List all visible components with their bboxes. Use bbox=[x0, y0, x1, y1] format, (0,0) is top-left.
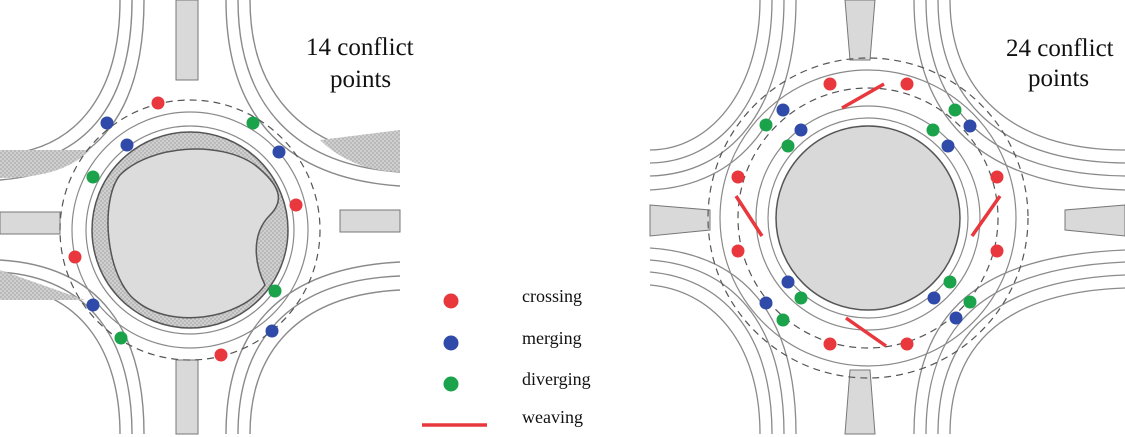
nw-shaded-area bbox=[0, 150, 90, 178]
crossing-point bbox=[823, 77, 837, 91]
two-lane-roundabout-svg: 24 conflict points bbox=[649, 0, 1125, 435]
diverging-point bbox=[114, 331, 128, 345]
legend-label-crossing: crossing bbox=[522, 286, 582, 306]
single-lane-roundabout-svg: 14 conflict points bbox=[0, 0, 414, 435]
crossing-point bbox=[731, 170, 745, 184]
legend-label-diverging: diverging bbox=[522, 369, 591, 389]
merging-point bbox=[941, 139, 955, 153]
merging-point bbox=[949, 311, 963, 325]
right-title-line2: points bbox=[1028, 65, 1089, 92]
east-splitter-island bbox=[1064, 204, 1125, 237]
merging-point bbox=[781, 275, 795, 289]
legend-item-weaving: weaving bbox=[422, 407, 640, 437]
single-lane-roundabout-diagram: 14 conflict points bbox=[0, 0, 414, 435]
left-conflict-points bbox=[68, 96, 303, 362]
south-splitter-island bbox=[844, 369, 876, 435]
two-lane-roundabout-diagram: 24 conflict points bbox=[649, 0, 1125, 435]
crossing-point bbox=[990, 170, 1004, 184]
merging-point bbox=[265, 324, 279, 338]
legend-label-weaving: weaving bbox=[522, 407, 583, 427]
merging-point bbox=[963, 119, 977, 133]
crossing-point bbox=[151, 96, 165, 110]
weaving-segment bbox=[841, 82, 885, 110]
diverging-point bbox=[963, 295, 977, 309]
merging-point bbox=[776, 103, 790, 117]
legend: crossing merging diverging weaving bbox=[422, 270, 640, 437]
legend-item-merging: merging bbox=[430, 328, 640, 358]
merging-point bbox=[100, 116, 114, 130]
diverging-point bbox=[776, 313, 790, 327]
legend-label-merging: merging bbox=[522, 328, 582, 348]
crossing-point bbox=[289, 198, 303, 212]
roundabout-rings bbox=[59, 99, 321, 361]
west-splitter-island bbox=[0, 211, 61, 235]
crossing-dot-icon bbox=[443, 293, 459, 309]
crossing-point bbox=[990, 244, 1004, 258]
merging-point bbox=[927, 291, 941, 305]
weaving-segment bbox=[734, 195, 764, 237]
diverging-point bbox=[926, 123, 940, 137]
legend-item-diverging: diverging bbox=[430, 369, 640, 399]
east-splitter-island bbox=[339, 209, 401, 233]
right-conflict-points bbox=[731, 77, 1004, 351]
merging-point bbox=[120, 138, 134, 152]
central-island bbox=[775, 125, 961, 311]
west-splitter-island bbox=[649, 204, 711, 237]
north-splitter-island bbox=[844, 0, 876, 61]
merging-point bbox=[759, 296, 773, 310]
south-splitter-island bbox=[175, 359, 199, 435]
diverging-dot-icon bbox=[443, 376, 459, 392]
diverging-point bbox=[759, 118, 773, 132]
diverging-point bbox=[246, 116, 260, 130]
diverging-point bbox=[268, 284, 282, 298]
diverging-point bbox=[781, 139, 795, 153]
left-title-line2: points bbox=[330, 66, 391, 93]
diverging-point bbox=[86, 170, 100, 184]
merging-point bbox=[272, 145, 286, 159]
north-splitter-island bbox=[175, 0, 199, 81]
diverging-point bbox=[948, 103, 962, 117]
weaving-segment bbox=[844, 316, 888, 348]
ne-shaded-area bbox=[320, 130, 400, 172]
sw-shaded-area bbox=[0, 270, 85, 300]
merging-point bbox=[86, 298, 100, 312]
curb-lines bbox=[0, 0, 401, 435]
weaving-segments bbox=[734, 82, 1002, 348]
diverging-point bbox=[943, 275, 957, 289]
crossing-point bbox=[900, 77, 914, 91]
crossing-point bbox=[68, 250, 82, 264]
legend-item-crossing: crossing bbox=[430, 286, 640, 316]
central-island bbox=[107, 148, 280, 319]
crossing-point bbox=[900, 337, 914, 351]
left-title-line1: 14 conflict bbox=[306, 34, 414, 61]
diverging-point bbox=[794, 291, 808, 305]
merging-point bbox=[794, 123, 808, 137]
crossing-point bbox=[731, 244, 745, 258]
crossing-point bbox=[823, 337, 837, 351]
roundabout-rings bbox=[707, 57, 1029, 379]
crossing-point bbox=[214, 348, 228, 362]
weaving-line-icon bbox=[422, 423, 487, 427]
right-title-line1: 24 conflict bbox=[1006, 35, 1114, 62]
weaving-segment bbox=[970, 194, 1002, 238]
merging-dot-icon bbox=[443, 335, 459, 351]
